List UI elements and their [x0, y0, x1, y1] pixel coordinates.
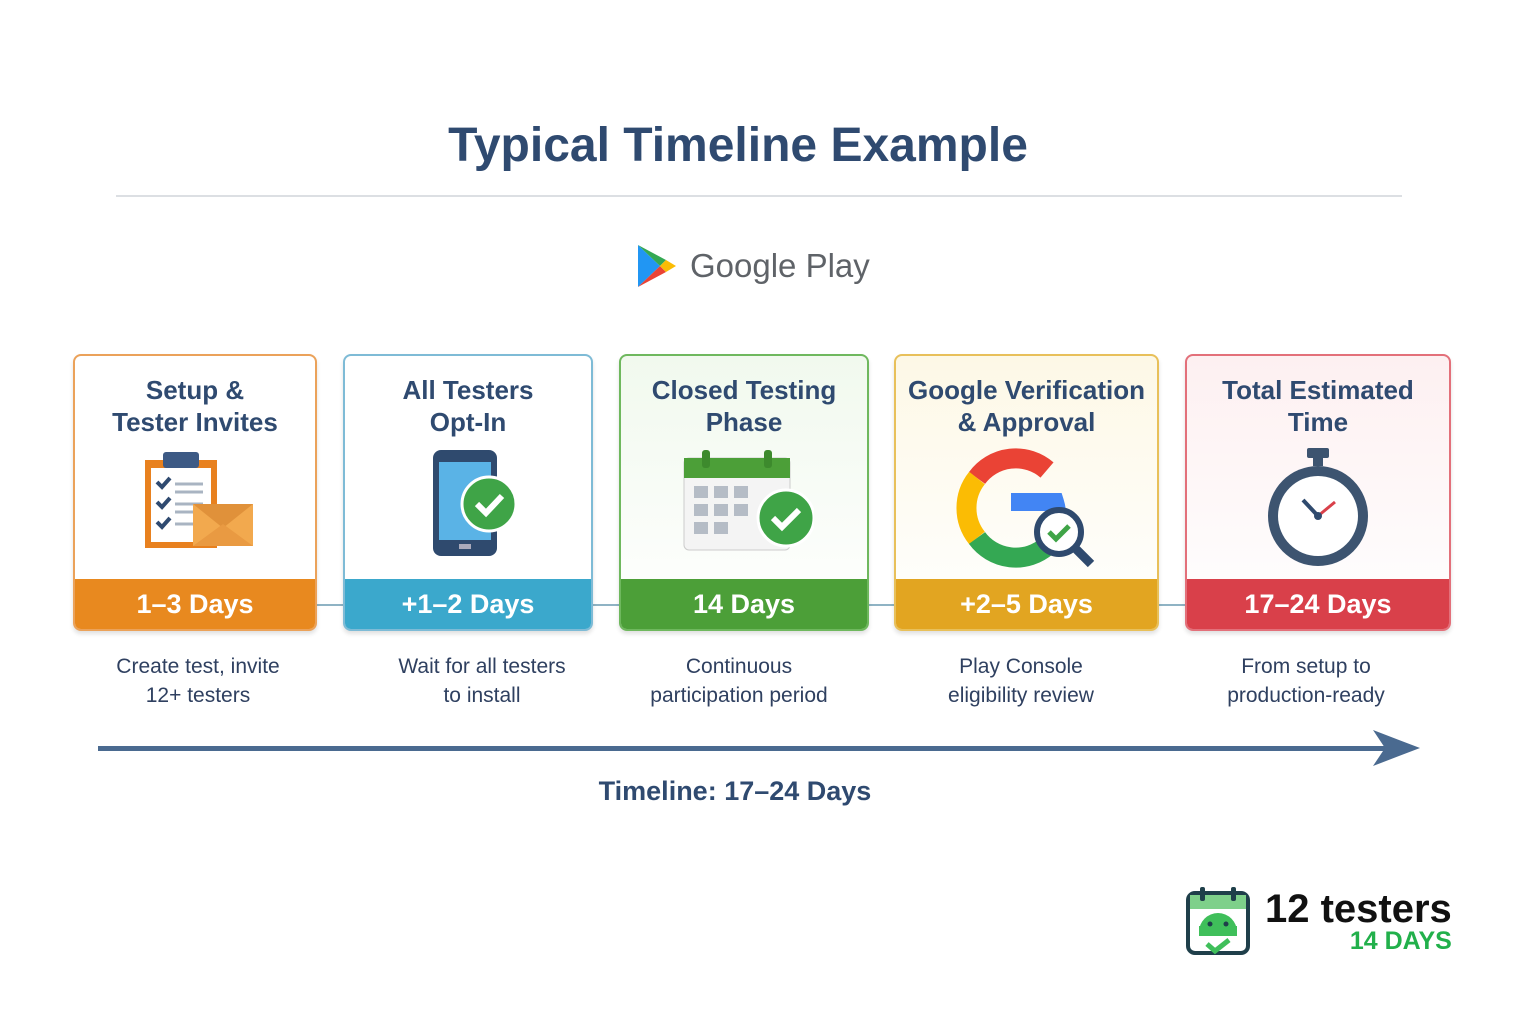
- duration-band: 17–24 Days: [1187, 579, 1449, 629]
- stage-title: Tester Invites: [112, 407, 278, 437]
- play-triangle-icon: [638, 245, 676, 287]
- stage-title: Closed Testing: [651, 375, 837, 405]
- connector: [868, 604, 895, 606]
- stage-title: Total Estimated: [1222, 375, 1414, 405]
- connector: [592, 604, 620, 606]
- duration-band: +2–5 Days: [896, 579, 1157, 629]
- clipboard-envelope-icon: [145, 452, 253, 548]
- divider: [116, 195, 1402, 197]
- phone-check-icon: [433, 450, 518, 556]
- stage-title: Phase: [705, 407, 783, 437]
- google-play-logo: Google Play: [636, 243, 870, 289]
- footer-brand-logo: 12 testers 14 DAYS: [1185, 886, 1452, 956]
- duration-band: 14 Days: [621, 579, 867, 629]
- google-play-text: Google Play: [690, 247, 870, 284]
- stage-title: Google Verification: [908, 375, 1145, 405]
- calendar-check-icon: [683, 450, 814, 551]
- stage-title: Time: [1287, 407, 1349, 437]
- duration-band: +1–2 Days: [345, 579, 591, 629]
- brand-tagline: 14 DAYS: [1349, 927, 1452, 955]
- stage-title: Opt-In: [429, 407, 507, 437]
- stage-title: All Testers: [402, 375, 534, 405]
- timeline-label: Timeline: 17–24 Days: [598, 776, 872, 806]
- page-title: Typical Timeline Example: [448, 119, 1028, 172]
- stage-card-setup: Setup &Tester Invites 1–3 Days: [73, 354, 317, 631]
- google-magnifier-icon: [955, 448, 1094, 568]
- stage-title: Setup &: [145, 375, 245, 405]
- connector: [316, 604, 344, 606]
- duration-band: 1–3 Days: [75, 579, 315, 629]
- timeline-arrow: [98, 730, 1420, 766]
- stopwatch-icon: [1268, 448, 1368, 566]
- stage-title: & Approval: [957, 407, 1096, 437]
- connector: [1158, 604, 1186, 606]
- brand-name: 12 testers: [1265, 887, 1452, 931]
- android-calendar-icon: [1186, 887, 1250, 955]
- stage-card-verification: Google Verification& Approval +2–5 Days: [894, 354, 1159, 631]
